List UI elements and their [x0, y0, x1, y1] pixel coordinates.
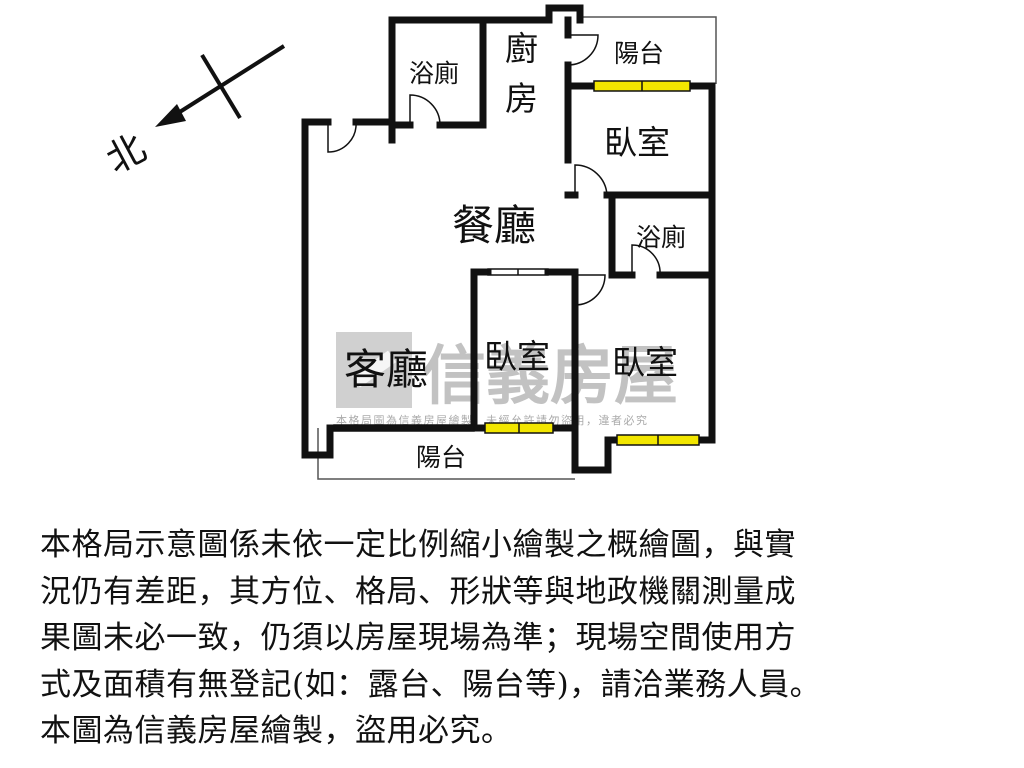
watermark-logo-slash [351, 350, 397, 388]
bedroom-right-door-swing [574, 274, 606, 306]
sliding-door-living [333, 424, 475, 432]
north-compass: 北 [99, 44, 286, 182]
wall-west [301, 118, 334, 459]
label-bath-right: 浴廁 [636, 223, 686, 252]
bath-top-door-swing [409, 94, 441, 126]
top-balcony-outline [580, 16, 717, 84]
label-bath-top: 浴廁 [409, 59, 459, 88]
label-bedroom-right: 臥室 [612, 343, 678, 382]
compass-arrow-shaft [173, 44, 286, 117]
sliding-door-bedroom-middle [487, 268, 549, 276]
room-labels: 浴廁 廚 房 陽台 臥室 餐廳 浴廁 客廳 臥室 臥室 陽台 [344, 29, 686, 472]
watermark-logo-text: 信義房屋 [422, 340, 678, 414]
disclaimer-line-1: 本格局示意圖係未依一定比例縮小繪製之概繪圖，與實 [40, 527, 796, 563]
label-kitchen-line1: 廚 [505, 29, 538, 68]
disclaimer-line-5: 本圖為信義房屋繪製，盜用必究。 [40, 713, 513, 749]
walls [301, 4, 716, 474]
label-bedroom-middle: 臥室 [484, 337, 550, 376]
wall-kitchen-top [479, 4, 584, 24]
door-swings [327, 34, 661, 306]
disclaimer-line-4: 式及面積有無登記(如：露台、陽台等)，請洽業務人員。 [40, 666, 822, 703]
north-arrow-icon [155, 104, 186, 127]
kitchen-balcony-door-swing [567, 34, 599, 66]
label-living: 客廳 [344, 345, 428, 394]
watermark-notice: 本格局圖為信義房屋繪製，未經允許請勿盜用，違者必究 [336, 413, 649, 427]
watermark: 信義房屋 本格局圖為信義房屋繪製，未經允許請勿盜用，違者必究 [336, 332, 678, 427]
bedroom-top-door-swing [574, 164, 608, 196]
balcony-outlines [317, 16, 717, 480]
label-bedroom-top: 臥室 [604, 123, 670, 162]
wall-bedroom-mid [470, 268, 492, 432]
entry-door-swing [327, 121, 357, 153]
label-dining: 餐廳 [452, 201, 536, 250]
disclaimer: 本格局示意圖係未依一定比例縮小繪製之概繪圖，與實 況仍有差距，其方位、格局、形狀… [40, 522, 990, 755]
windows [484, 80, 700, 446]
north-label: 北 [99, 125, 153, 182]
label-kitchen-line2: 房 [505, 79, 538, 118]
floor-plan: 北 信義房屋 本格局圖為信義房屋繪製，未經允許請勿盜用，違者必究 [99, 4, 717, 480]
bath-right-door-swing [631, 244, 661, 276]
disclaimer-line-2: 況仍有差距，其方位、格局、形狀等與地政機關測量成 [40, 573, 796, 610]
disclaimer-line-3: 果圖未必一致，仍須以房屋現場為準；現場空間使用方 [40, 620, 796, 656]
label-balcony-top: 陽台 [614, 39, 664, 68]
wall-bath-top [388, 16, 487, 144]
bottom-balcony-outline [317, 428, 575, 480]
label-balcony-bottom: 陽台 [416, 443, 466, 472]
